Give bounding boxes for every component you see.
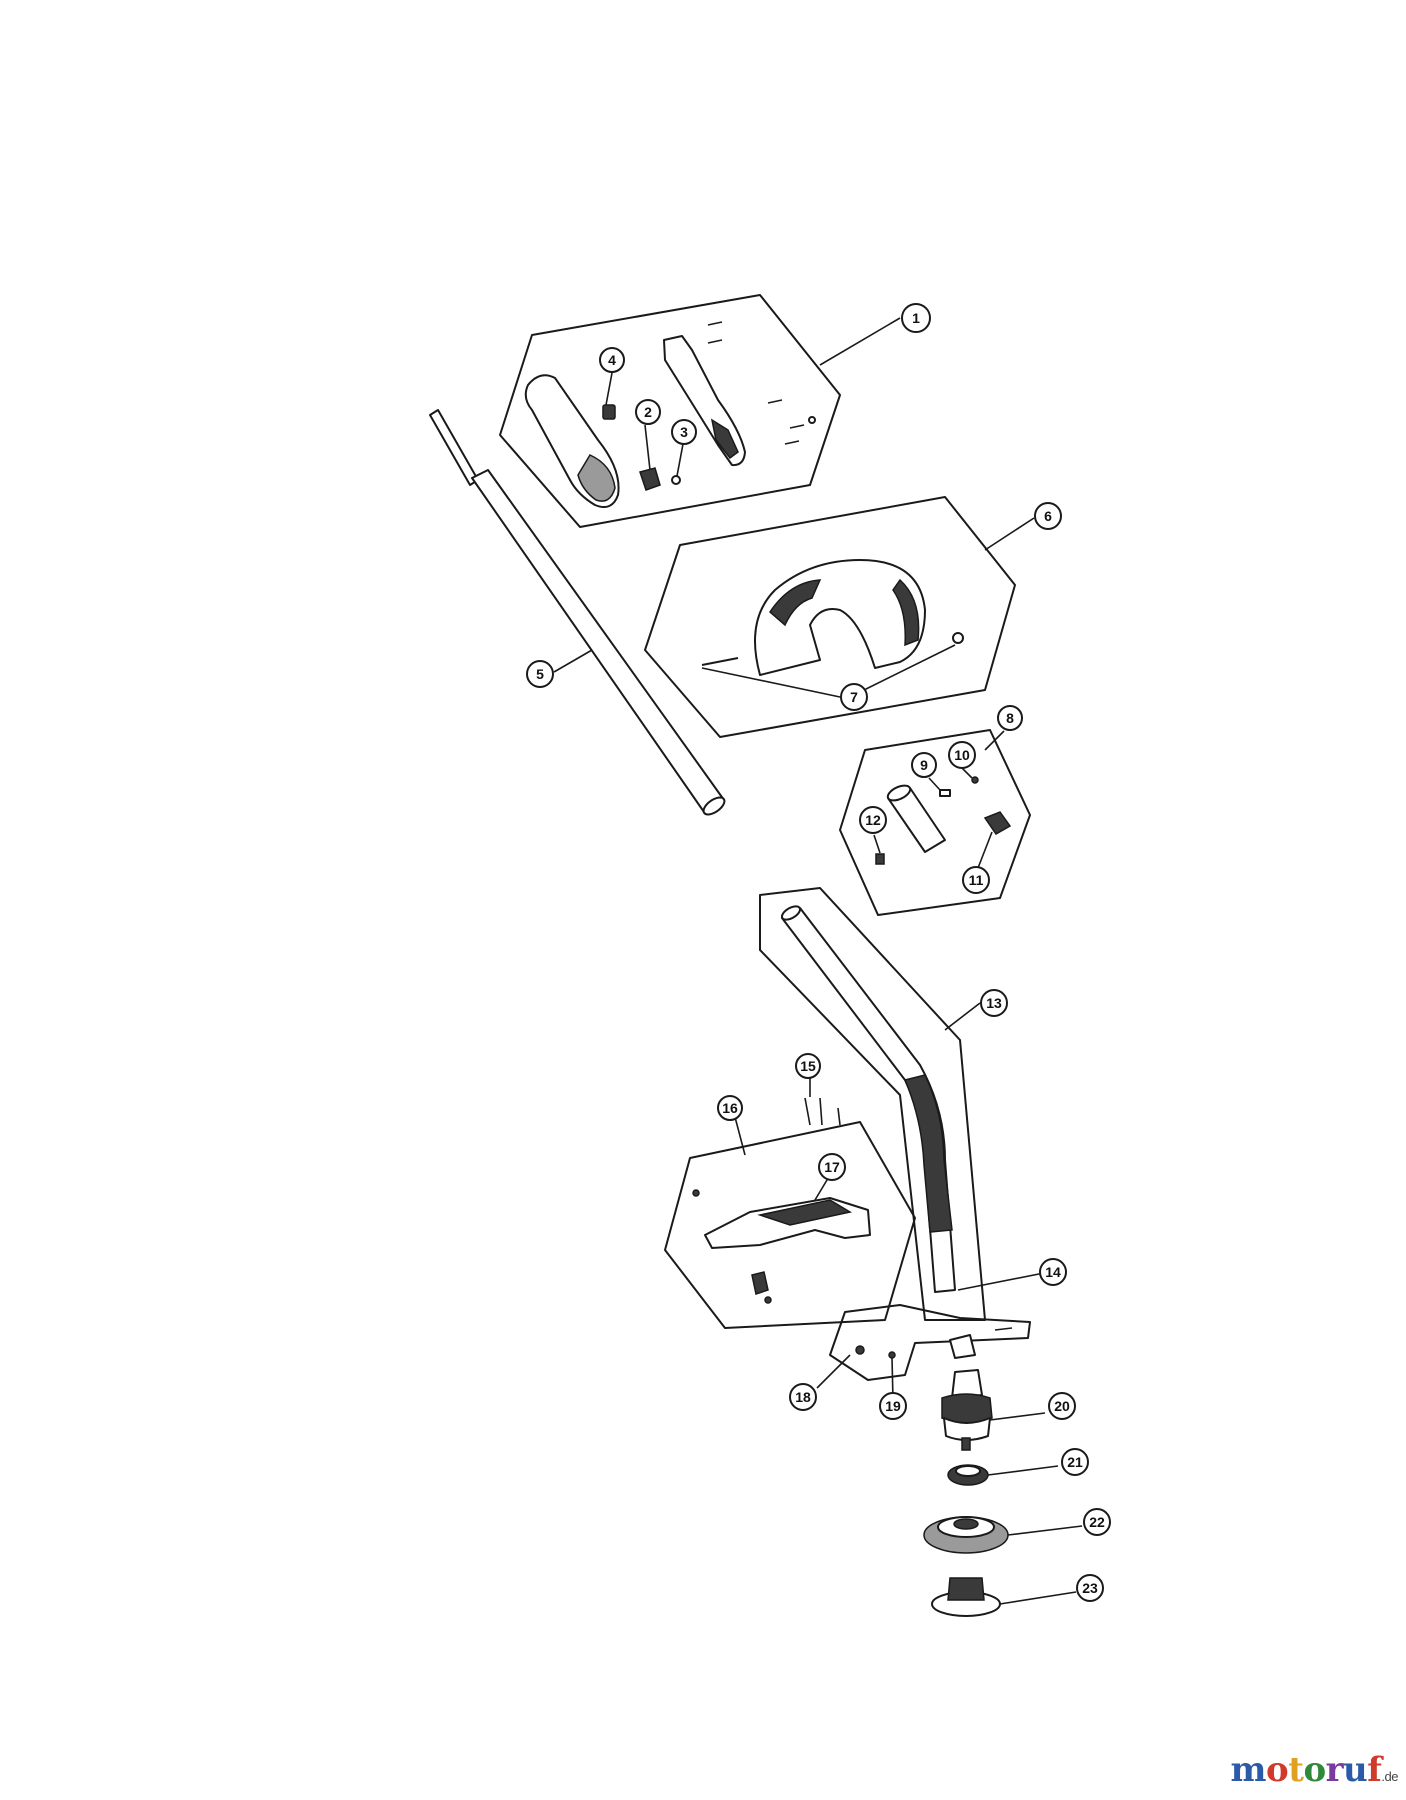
callout-19: 19 [879,1392,907,1420]
guard-screw-a [692,1189,700,1197]
svg-text:21: 21 [1067,1454,1083,1470]
callout-8: 8 [997,705,1023,731]
motoruf-watermark: motoruf.de [1231,1750,1399,1790]
leader-lines [553,317,1083,1605]
spring-part [671,475,681,485]
lower-shaft-top [780,905,802,921]
svg-text:19: 19 [885,1398,901,1414]
bump-knob [931,1577,1001,1617]
callout-15: 15 [795,1053,821,1079]
svg-text:20: 20 [1054,1398,1070,1414]
watermark-letter: t [1288,1750,1304,1790]
group-outline-guard [664,1121,916,1329]
svg-text:2: 2 [644,404,652,420]
upper-shaft [429,409,726,816]
svg-text:23: 23 [1082,1580,1098,1596]
callout-18: 18 [789,1383,817,1411]
spool-hub [947,1464,989,1486]
callout-9: 9 [911,752,937,778]
callout-7: 7 [840,683,868,711]
guard-screw-b [764,1296,772,1304]
bracket-collar [949,1334,976,1359]
bracket-nut [888,1351,896,1359]
guard-ribs [757,1199,853,1226]
svg-text:4: 4 [608,352,616,368]
loop-handle-nut [952,632,964,644]
watermark-letter: o [1266,1750,1289,1790]
svg-text:1: 1 [912,310,920,326]
svg-text:11: 11 [969,872,984,888]
group-outline-coupler [839,729,1031,916]
callout-3: 3 [671,419,697,445]
callout-23: 23 [1076,1574,1104,1602]
svg-text:22: 22 [1089,1514,1105,1530]
svg-text:5: 5 [536,666,544,682]
callout-6: 6 [1034,502,1062,530]
coupler-tube-end [886,784,912,802]
svg-text:12: 12 [865,812,881,828]
svg-text:14: 14 [1045,1264,1061,1280]
watermark-letter: r [1325,1750,1344,1790]
callout-5: 5 [526,660,554,688]
svg-text:10: 10 [954,747,970,763]
watermark-text: motoruf [1231,1750,1382,1790]
watermark-suffix: .de [1381,1769,1398,1784]
svg-text:13: 13 [986,995,1002,1011]
switch-part [602,404,616,420]
callout-11: 11 [962,866,990,894]
spool [923,1516,1009,1554]
callout-4: 4 [599,347,625,373]
watermark-letter: o [1303,1750,1326,1790]
svg-text:16: 16 [722,1100,738,1116]
handle-screws [707,321,816,445]
bracket-bolt [994,1327,1013,1331]
svg-text:17: 17 [824,1159,840,1175]
callout-10: 10 [948,741,976,769]
svg-text:7: 7 [850,689,858,705]
callout-17: 17 [818,1153,846,1181]
group-outline-loop-handle [644,496,1016,738]
callout-1: 1 [901,303,931,333]
group-outline-lower-shaft [759,887,986,1321]
svg-text:6: 6 [1044,508,1052,524]
svg-text:18: 18 [795,1389,811,1405]
svg-text:15: 15 [800,1058,816,1074]
svg-text:9: 9 [920,757,928,773]
callout-2: 2 [635,399,661,425]
coupler-spring [875,853,885,865]
loop-handle-grip-right [892,578,920,647]
coupler-bolt [939,789,951,797]
svg-text:8: 8 [1006,710,1014,726]
trigger-part [639,467,661,491]
coupler-nut [971,776,979,784]
callout-21: 21 [1061,1448,1089,1476]
coupler-knob [983,811,1012,835]
group-outline-handle-housing [499,294,841,528]
gearbox [941,1369,993,1451]
watermark-letter: m [1230,1750,1267,1790]
lower-shaft-sleeve [903,1074,953,1233]
callout-16: 16 [717,1095,743,1121]
handle-right-detail [710,418,739,460]
watermark-letter: f [1367,1750,1382,1790]
watermark-letter: u [1343,1750,1368,1790]
callout-14: 14 [1039,1258,1067,1286]
callout-22: 22 [1083,1508,1111,1536]
guard-screws [804,1097,841,1126]
guard-clip [751,1271,769,1295]
loop-handle-bolt [701,657,739,666]
callout-13: 13 [980,989,1008,1017]
loop-handle-grip [769,579,822,627]
bracket-screw [855,1345,865,1355]
handle-grip-left [577,454,616,502]
svg-text:3: 3 [680,424,688,440]
guard-bracket [829,1304,1031,1381]
callout-12: 12 [859,806,887,834]
callout-20: 20 [1048,1392,1076,1420]
